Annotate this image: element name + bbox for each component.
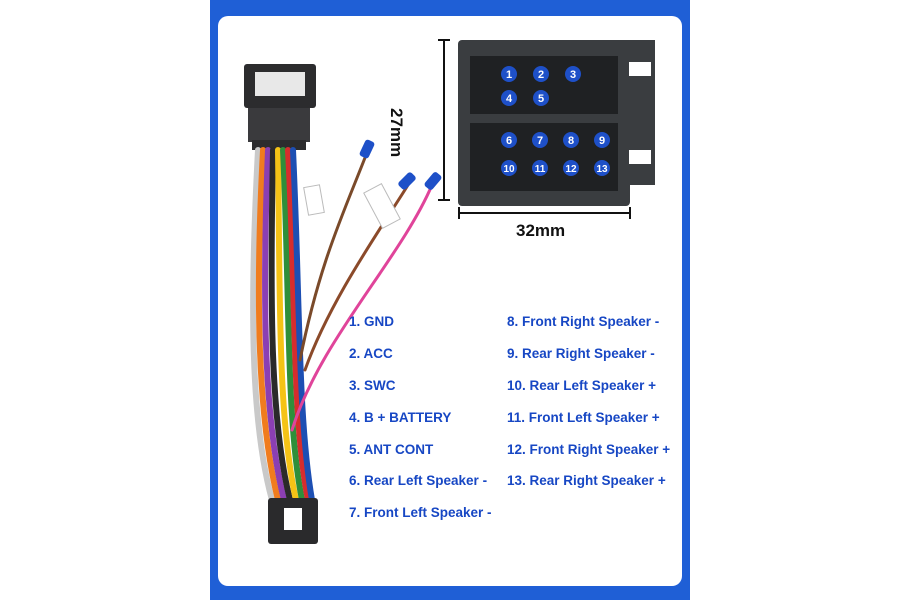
pin-badge [532, 160, 548, 176]
pinout-item: 9. Rear Right Speaker - [507, 346, 655, 361]
pin-number-label: 4 [506, 93, 513, 105]
dimension-lines [438, 39, 631, 219]
pin-number-label: 6 [506, 135, 512, 147]
pin-number-label: 3 [570, 69, 576, 81]
pinout-item: 2. ACC [349, 346, 393, 361]
pin-badge [533, 66, 549, 82]
pinout-item: 11. Front Left Speaker + [507, 410, 660, 425]
pin-badge [532, 132, 548, 148]
pin-badge [501, 90, 517, 106]
pin-badge [501, 132, 517, 148]
pinout-item: 1. GND [349, 314, 395, 329]
pin-number-label: 12 [565, 164, 577, 175]
width-dimension-label: 32mm [516, 221, 566, 240]
pinout-item: 12. Front Right Speaker + [507, 442, 671, 457]
pin-number-label: 5 [538, 93, 544, 105]
pin-number-label: 10 [503, 164, 515, 175]
pinout-item: 10. Rear Left Speaker + [507, 378, 656, 393]
pinout-item: 6. Rear Left Speaker - [349, 473, 488, 488]
bottom-plug [268, 498, 318, 544]
pinout-item: 4. B + BATTERY [349, 410, 452, 425]
pinout-item: 3. SWC [349, 378, 396, 393]
pin-number-label: 9 [599, 135, 605, 147]
pin-number-label: 7 [537, 135, 543, 147]
pin-badge [501, 160, 517, 176]
pin-badge [563, 132, 579, 148]
top-plug [244, 64, 316, 150]
wire-tags [303, 182, 401, 230]
wire-bundle [250, 147, 315, 503]
pinout-item: 13. Rear Right Speaker + [507, 473, 666, 488]
pinout-item: 7. Front Left Speaker - [349, 505, 492, 520]
signal-wires [290, 148, 434, 432]
pin-number-label: 1 [506, 69, 512, 81]
connector-body [458, 40, 655, 206]
pin-badge [563, 160, 579, 176]
pin-badge [533, 90, 549, 106]
pin-badge [565, 66, 581, 82]
pin-number-label: 11 [535, 164, 546, 175]
pinout-item: 5. ANT CONT [349, 442, 434, 457]
height-dimension-label: 27mm [387, 108, 406, 158]
pin-badge [594, 160, 610, 176]
pin-number-label: 8 [568, 135, 574, 147]
pin-number-label: 2 [538, 69, 544, 81]
pin-badge [501, 66, 517, 82]
pin-number-label: 13 [596, 164, 608, 175]
pin-badge [594, 132, 610, 148]
wire-tip-terminals [359, 139, 442, 190]
pinout-item: 8. Front Right Speaker - [507, 314, 660, 329]
